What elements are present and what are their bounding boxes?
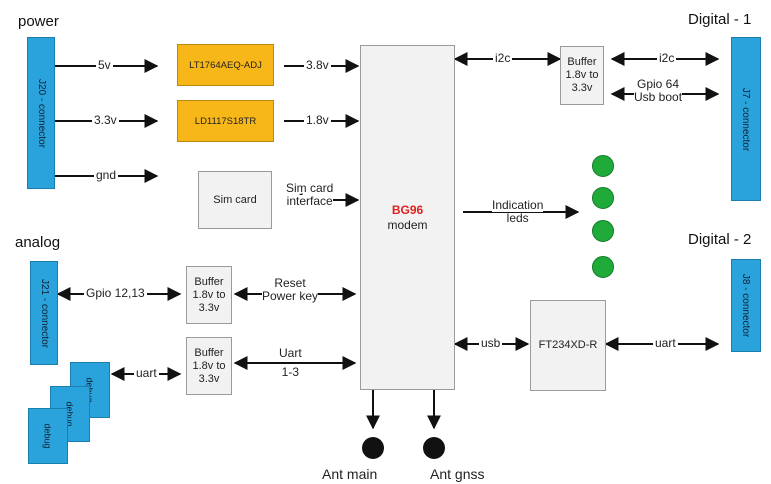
j21-connector: J21 - connector (30, 261, 58, 365)
indication-led-2 (592, 187, 614, 209)
label-5v: 5v (96, 58, 113, 72)
j7-connector: J7 - connector (731, 37, 761, 201)
label-gpio64: Gpio 64 Usb boot (634, 77, 683, 104)
buffer-gpio: Buffer 1.8v to 3.3v (186, 266, 232, 324)
regulator-ld1117: LD1117S18TR (177, 100, 274, 142)
indication-led-1 (592, 155, 614, 177)
section-digital-1: Digital - 1 (688, 11, 752, 28)
section-power: power (18, 13, 59, 30)
indication-led-4 (592, 256, 614, 278)
label-i2c-left: i2c (493, 51, 513, 65)
label-uart-1-3: Uart 1-3 (279, 346, 302, 379)
section-digital-2: Digital - 2 (688, 231, 752, 248)
bg96-modem-block: BG96 modem (360, 45, 455, 390)
j8-connector: J8 - connector (731, 259, 761, 352)
label-usb: usb (479, 336, 503, 350)
sim-card-block: Sim card (198, 171, 272, 229)
label-uart-right: uart (653, 336, 678, 350)
label-1v8: 1.8v (304, 113, 331, 127)
j20-connector-label: J20 - connector (35, 78, 47, 148)
buffer-digital-1: Buffer 1.8v to 3.3v (560, 46, 604, 105)
label-indication-leds: Indication leds (492, 198, 544, 225)
modem-subtitle: modem (387, 217, 428, 232)
label-i2c-right: i2c (657, 51, 677, 65)
label-gpio1213: Gpio 12,13 (84, 286, 147, 300)
buffer-uart: Buffer 1.8v to 3.3v (186, 337, 232, 395)
label-gnd: gnd (94, 168, 119, 182)
indication-led-3 (592, 220, 614, 242)
ant-main-icon (362, 437, 384, 459)
label-3v3: 3.3v (92, 113, 119, 127)
modem-title: BG96 (391, 202, 424, 217)
j21-connector-label: J21 - connector (38, 278, 50, 348)
j8-connector-label: J8 - connector (740, 273, 752, 338)
section-analog: analog (15, 234, 61, 251)
label-uart-left: uart (134, 366, 159, 380)
regulator-lt1764: LT1764AEQ-ADJ (177, 44, 274, 86)
ant-gnss-icon (423, 437, 445, 459)
j7-connector-label: J7 - connector (740, 87, 752, 151)
ft234xd-block: FT234XD-R (530, 300, 606, 391)
label-sim-interface: Sim card interface (286, 181, 334, 208)
ant-main-label: Ant main (322, 466, 378, 482)
label-reset-power-key: Reset Power key (262, 276, 319, 303)
j20-connector: J20 - connector (27, 37, 55, 189)
label-3v8: 3.8v (304, 58, 331, 72)
debug-connector-front: debug (28, 408, 68, 464)
ant-gnss-label: Ant gnss (430, 466, 485, 482)
